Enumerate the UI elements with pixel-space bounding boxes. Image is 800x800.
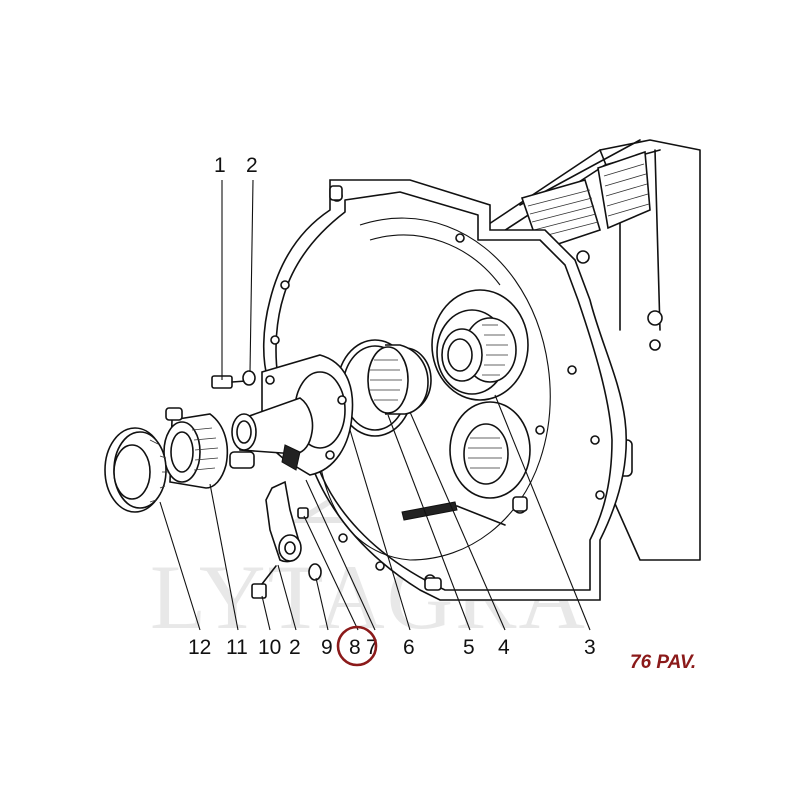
callout-5: 5 — [463, 636, 475, 659]
callout-4: 4 — [498, 636, 510, 659]
callout-1: 1 — [214, 154, 226, 177]
release-bearing-carrier — [163, 407, 255, 489]
callout-6: 6 — [403, 636, 415, 659]
roller-bearing — [367, 344, 432, 415]
leader-lines — [159, 179, 591, 631]
callout-9: 9 — [321, 636, 333, 659]
figure-label: 76 PAV. — [630, 652, 696, 673]
bottom-callouts: 12 11 10 2 9 8 7 6 5 4 3 — [188, 636, 596, 659]
callout-2-bottom: 2 — [289, 636, 301, 659]
highlight-circle — [336, 625, 378, 667]
callout-12: 12 — [188, 636, 211, 659]
callout-3: 3 — [584, 636, 596, 659]
callout-2-top: 2 — [246, 154, 258, 177]
release-bearing-ring — [104, 427, 168, 513]
callout-10: 10 — [258, 636, 281, 659]
callout-7: 7 — [366, 636, 378, 659]
upper-bearing-bore — [431, 289, 529, 401]
callout-11: 11 — [226, 636, 248, 659]
lower-bore — [449, 401, 531, 499]
bolts-and-washers — [211, 370, 309, 599]
bearing-cover — [231, 354, 354, 476]
release-fork — [265, 480, 322, 581]
top-callouts: 1 2 — [214, 154, 258, 177]
callout-8: 8 — [349, 636, 361, 659]
